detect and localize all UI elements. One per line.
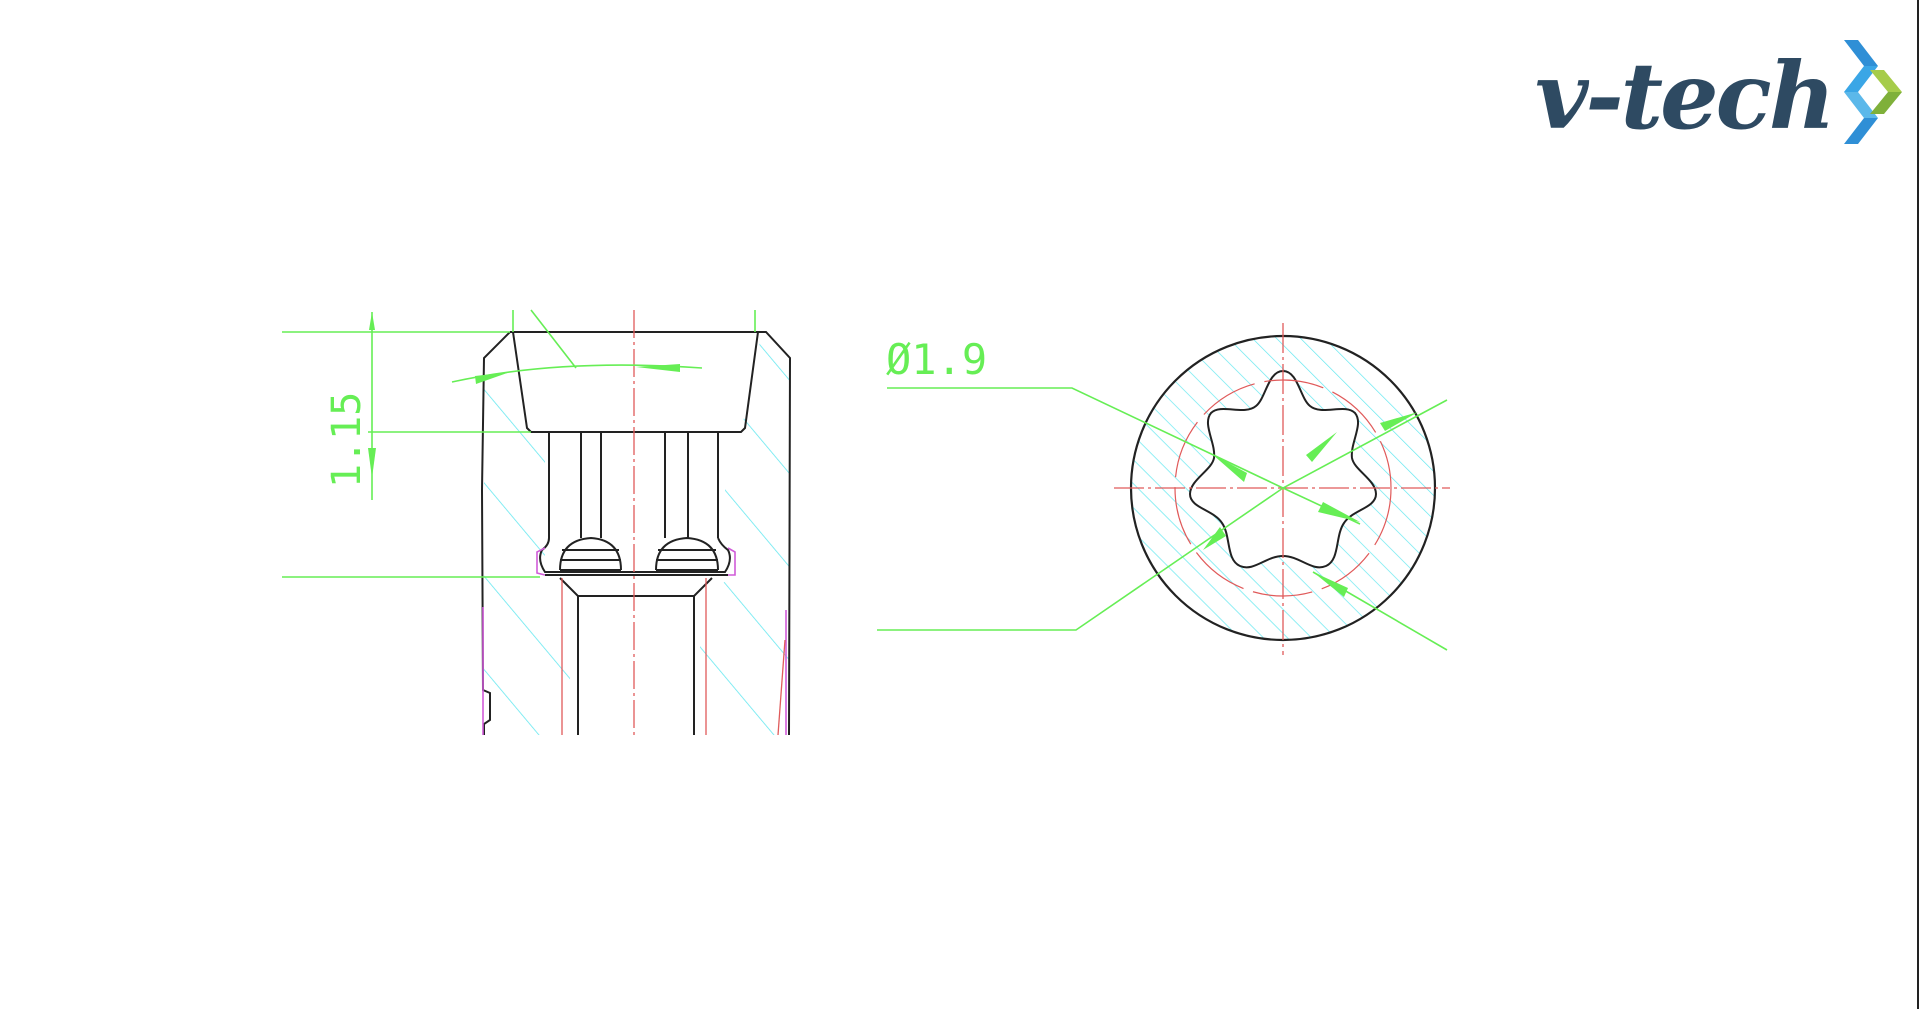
page-border-right — [1917, 0, 1919, 1009]
hatch-right-wall — [700, 332, 790, 735]
end-view: Ø1.9 — [877, 323, 1450, 655]
logo-chevron-icon — [1844, 40, 1902, 144]
vtech-logo: v-tech — [1535, 40, 1915, 150]
dimension-label-1.15: 1.15 — [324, 392, 370, 488]
section-view: 1.15 — [282, 309, 792, 736]
lobe-left — [559, 536, 622, 571]
hatch-left-wall — [484, 332, 570, 735]
lobe-right — [655, 536, 719, 571]
diameter-label: Ø1.9 — [886, 335, 987, 384]
logo-text: v-tech — [1535, 42, 1836, 150]
diameter-leader-bottom — [877, 399, 1448, 631]
counterbore — [512, 331, 759, 433]
